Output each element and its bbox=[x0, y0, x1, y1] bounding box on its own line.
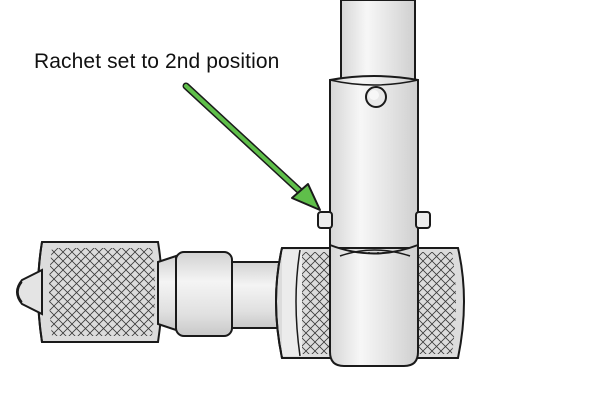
callout-label: Rachet set to 2nd position bbox=[34, 50, 280, 73]
callout-arrow bbox=[182, 82, 321, 211]
ratchet-pin bbox=[317, 211, 431, 229]
arrow-head-icon bbox=[291, 183, 321, 211]
chuck-knurled-grip bbox=[37, 241, 163, 343]
chuck-collar bbox=[157, 251, 281, 337]
brace-shaft bbox=[340, 0, 416, 81]
chuck-tip bbox=[16, 268, 43, 316]
ratchet-sleeve bbox=[329, 75, 419, 251]
ratchet-housing bbox=[329, 243, 419, 367]
